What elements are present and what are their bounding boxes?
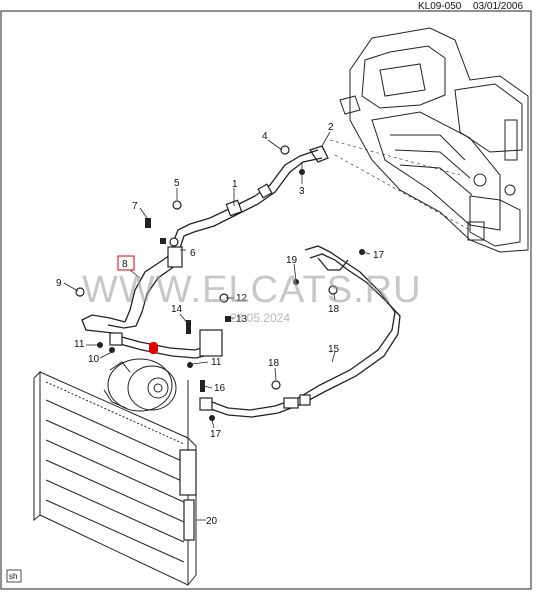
suction-hose <box>171 145 329 249</box>
callout-8-highlight-box <box>117 255 135 271</box>
hvac-module <box>339 27 529 253</box>
callout-2: 2 <box>328 122 334 133</box>
liquid-line <box>199 245 401 418</box>
callout-20: 20 <box>206 516 218 527</box>
corner-tag-box <box>6 569 22 583</box>
alignment-line <box>334 154 471 231</box>
callout-18-bottom: 18 <box>268 358 280 369</box>
callout-18-top: 18 <box>328 304 340 315</box>
corner-tag: sh <box>9 572 17 581</box>
callout-4: 4 <box>262 131 268 142</box>
highlighted-part-marker <box>149 342 158 354</box>
callout-19: 19 <box>286 255 298 266</box>
compressor <box>103 358 177 412</box>
diagram-date: 03/01/2006 <box>473 1 523 12</box>
callout-11-right: 11 <box>211 357 222 368</box>
watermark-text: WWW.ELCATS.RU <box>82 269 422 311</box>
condenser <box>33 370 197 586</box>
callout-17-bottom: 17 <box>210 429 222 440</box>
callout-16: 16 <box>214 383 226 394</box>
callout-15: 15 <box>328 344 340 355</box>
callout-labels: 1 2 3 4 5 6 7 8 9 10 11 11 12 13 14 15 1… <box>56 122 385 527</box>
callout-8: 8 <box>122 259 128 270</box>
callout-11-left: 11 <box>74 339 85 350</box>
diagram-ref-code: KL09-050 <box>418 1 462 12</box>
highlight-badge <box>149 342 158 354</box>
callout-6: 6 <box>190 248 196 259</box>
discharge-hose <box>81 237 223 359</box>
watermark-date: 23.05.2024 <box>230 311 290 325</box>
callout-17-top: 17 <box>373 250 385 261</box>
fasteners <box>75 145 365 421</box>
diagram-border <box>0 10 532 590</box>
leader-lines <box>63 131 371 521</box>
alignment-line <box>329 139 461 176</box>
callout-5: 5 <box>174 178 180 189</box>
callout-12: 12 <box>236 293 248 304</box>
callout-9: 9 <box>56 278 62 289</box>
callout-14: 14 <box>171 304 183 315</box>
callout-13: 13 <box>236 314 248 325</box>
callout-10: 10 <box>88 354 100 365</box>
callout-7: 7 <box>132 201 138 212</box>
callout-1: 1 <box>232 179 238 190</box>
callout-3: 3 <box>299 186 305 197</box>
